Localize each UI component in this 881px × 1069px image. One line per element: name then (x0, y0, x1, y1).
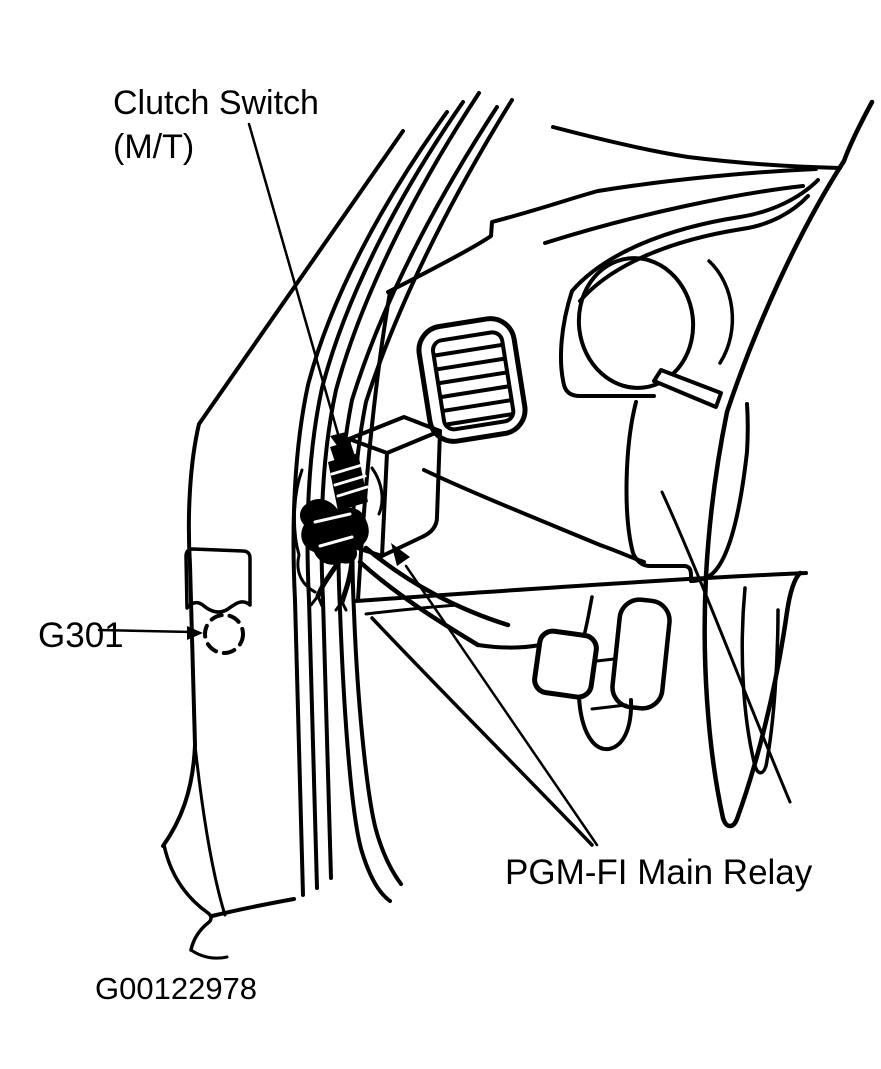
steering-column (624, 400, 792, 804)
label-clutch-switch-line2: (M/T) (113, 128, 194, 166)
instrument-cluster (559, 178, 820, 409)
vent-grille (416, 316, 528, 444)
ground-leader-arrow (97, 626, 203, 640)
windshield-dash-top-lines (386, 125, 842, 294)
relay-leader-arrow (391, 543, 599, 847)
clutch-switch-leader-arrow (247, 122, 346, 455)
label-relay: PGM-FI Main Relay (505, 853, 813, 892)
kick-panel (184, 547, 252, 655)
pedals-drawing (532, 595, 672, 752)
steering-wheel-rim (702, 99, 875, 829)
figure-id: G00122978 (95, 971, 257, 1006)
car-interior-drawing (161, 91, 875, 960)
ground-point-circle (203, 613, 245, 655)
clutch-switch-drawing (292, 433, 542, 650)
harness-wires (357, 545, 511, 648)
wiper-stalk (652, 368, 723, 409)
dash-lower-lines (354, 290, 808, 847)
label-ground: G301 (38, 616, 124, 655)
brake-pedal-pad (610, 597, 672, 711)
clutch-pedal-pad (532, 628, 599, 700)
label-clutch-switch-line1: Clutch Switch (113, 84, 319, 122)
